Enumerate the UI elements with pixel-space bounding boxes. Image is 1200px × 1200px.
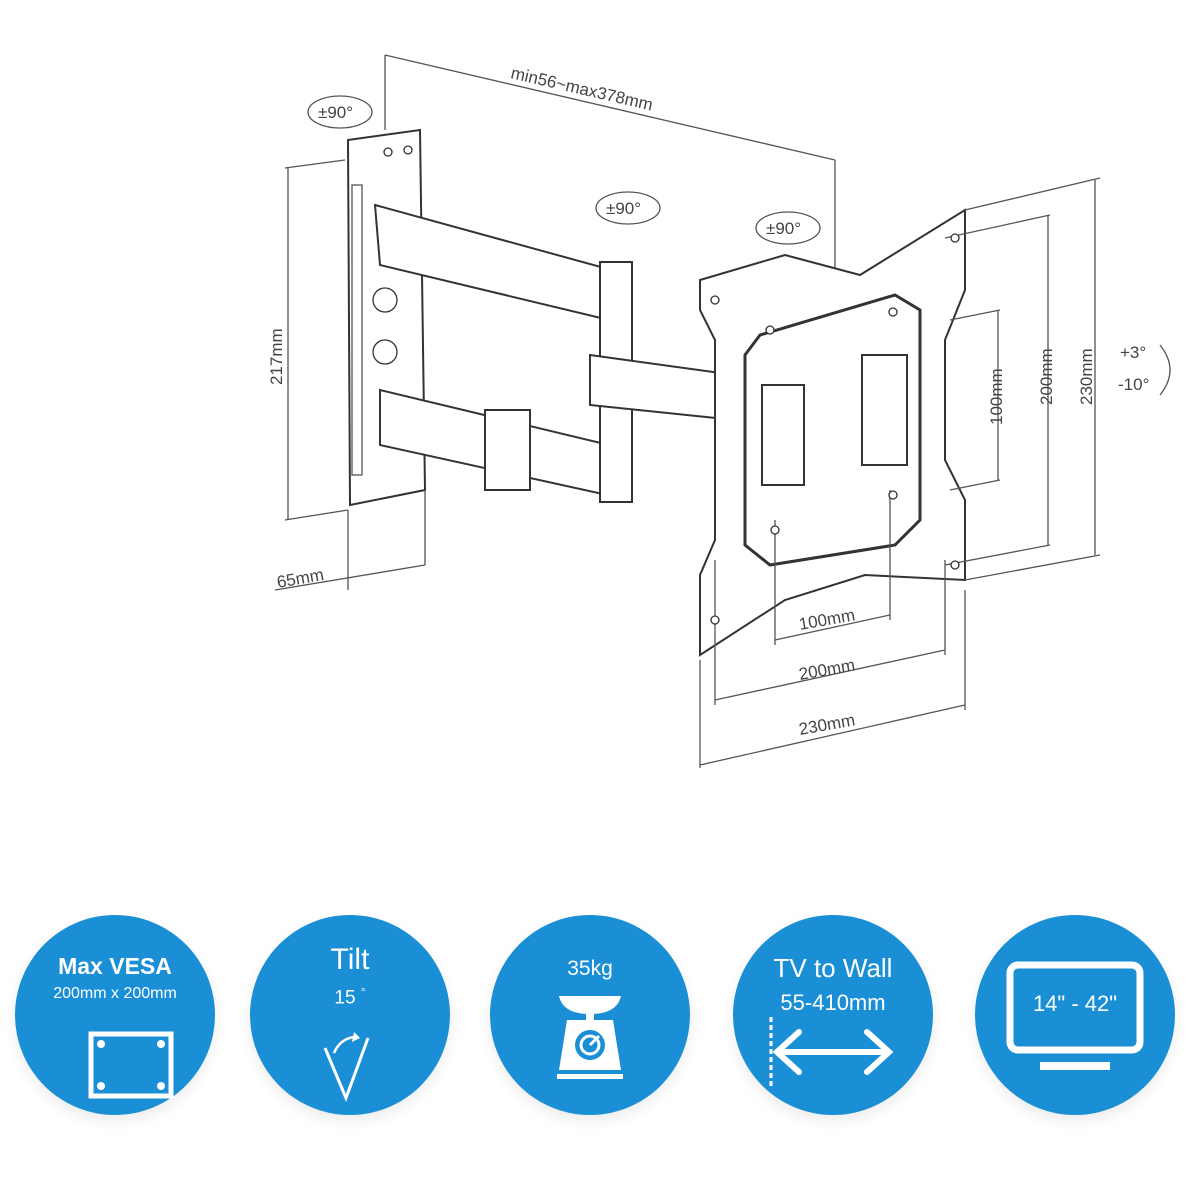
tv-monitor-icon <box>1006 961 1144 1070</box>
feature-value: 15 ° <box>250 985 450 1009</box>
feature-title: Tilt <box>330 943 370 976</box>
vesa-vertical-small-label: 100mm <box>987 368 1006 425</box>
tilt-icon <box>323 1032 370 1103</box>
feature-tilt: Tilt 15 ° <box>250 915 450 1115</box>
technical-drawing: min56~max378mm ±90° ±90° ±90° 217mm 65mm… <box>267 54 1171 768</box>
vesa-plate-icon <box>88 1031 174 1099</box>
tilt-up-label: +3° <box>1120 343 1146 362</box>
feature-title: 35kg <box>567 957 613 980</box>
feature-tv-to-wall: TV to Wall 55-410mm <box>733 915 933 1115</box>
feature-title: Max VESA <box>58 953 172 979</box>
swivel-wall-label: ±90° <box>318 103 353 122</box>
feature-title: 14" - 42" <box>1032 991 1118 1016</box>
wall-plate-height-label: 217mm <box>267 328 286 385</box>
tilt-unit: ° <box>360 985 366 999</box>
scale-icon <box>557 996 623 1079</box>
vesa-horizontal-small-label: 100mm <box>797 605 856 634</box>
double-arrow-icon <box>769 1017 894 1087</box>
swivel-arm-label: ±90° <box>606 199 641 218</box>
vesa-vertical-large-label: 200mm <box>1037 348 1056 405</box>
feature-max-load: 35kg <box>490 915 690 1115</box>
tilt-value: 15 <box>334 987 356 1009</box>
vesa-horizontal-large-label: 200mm <box>797 655 856 684</box>
feature-value: 55-410mm <box>780 990 886 1015</box>
plate-height-label: 230mm <box>1077 348 1096 405</box>
feature-value: 200mm x 200mm <box>53 985 177 1002</box>
plate-width-label: 230mm <box>797 710 856 739</box>
feature-title: TV to Wall <box>773 953 893 983</box>
wall-plate-width-label: 65mm <box>275 565 325 592</box>
feature-max-vesa: Max VESA 200mm x 200mm <box>15 915 215 1115</box>
tilt-down-label: -10° <box>1118 375 1149 394</box>
swivel-plate-label: ±90° <box>766 219 801 238</box>
feature-screen-size: 14" - 42" <box>975 915 1175 1115</box>
